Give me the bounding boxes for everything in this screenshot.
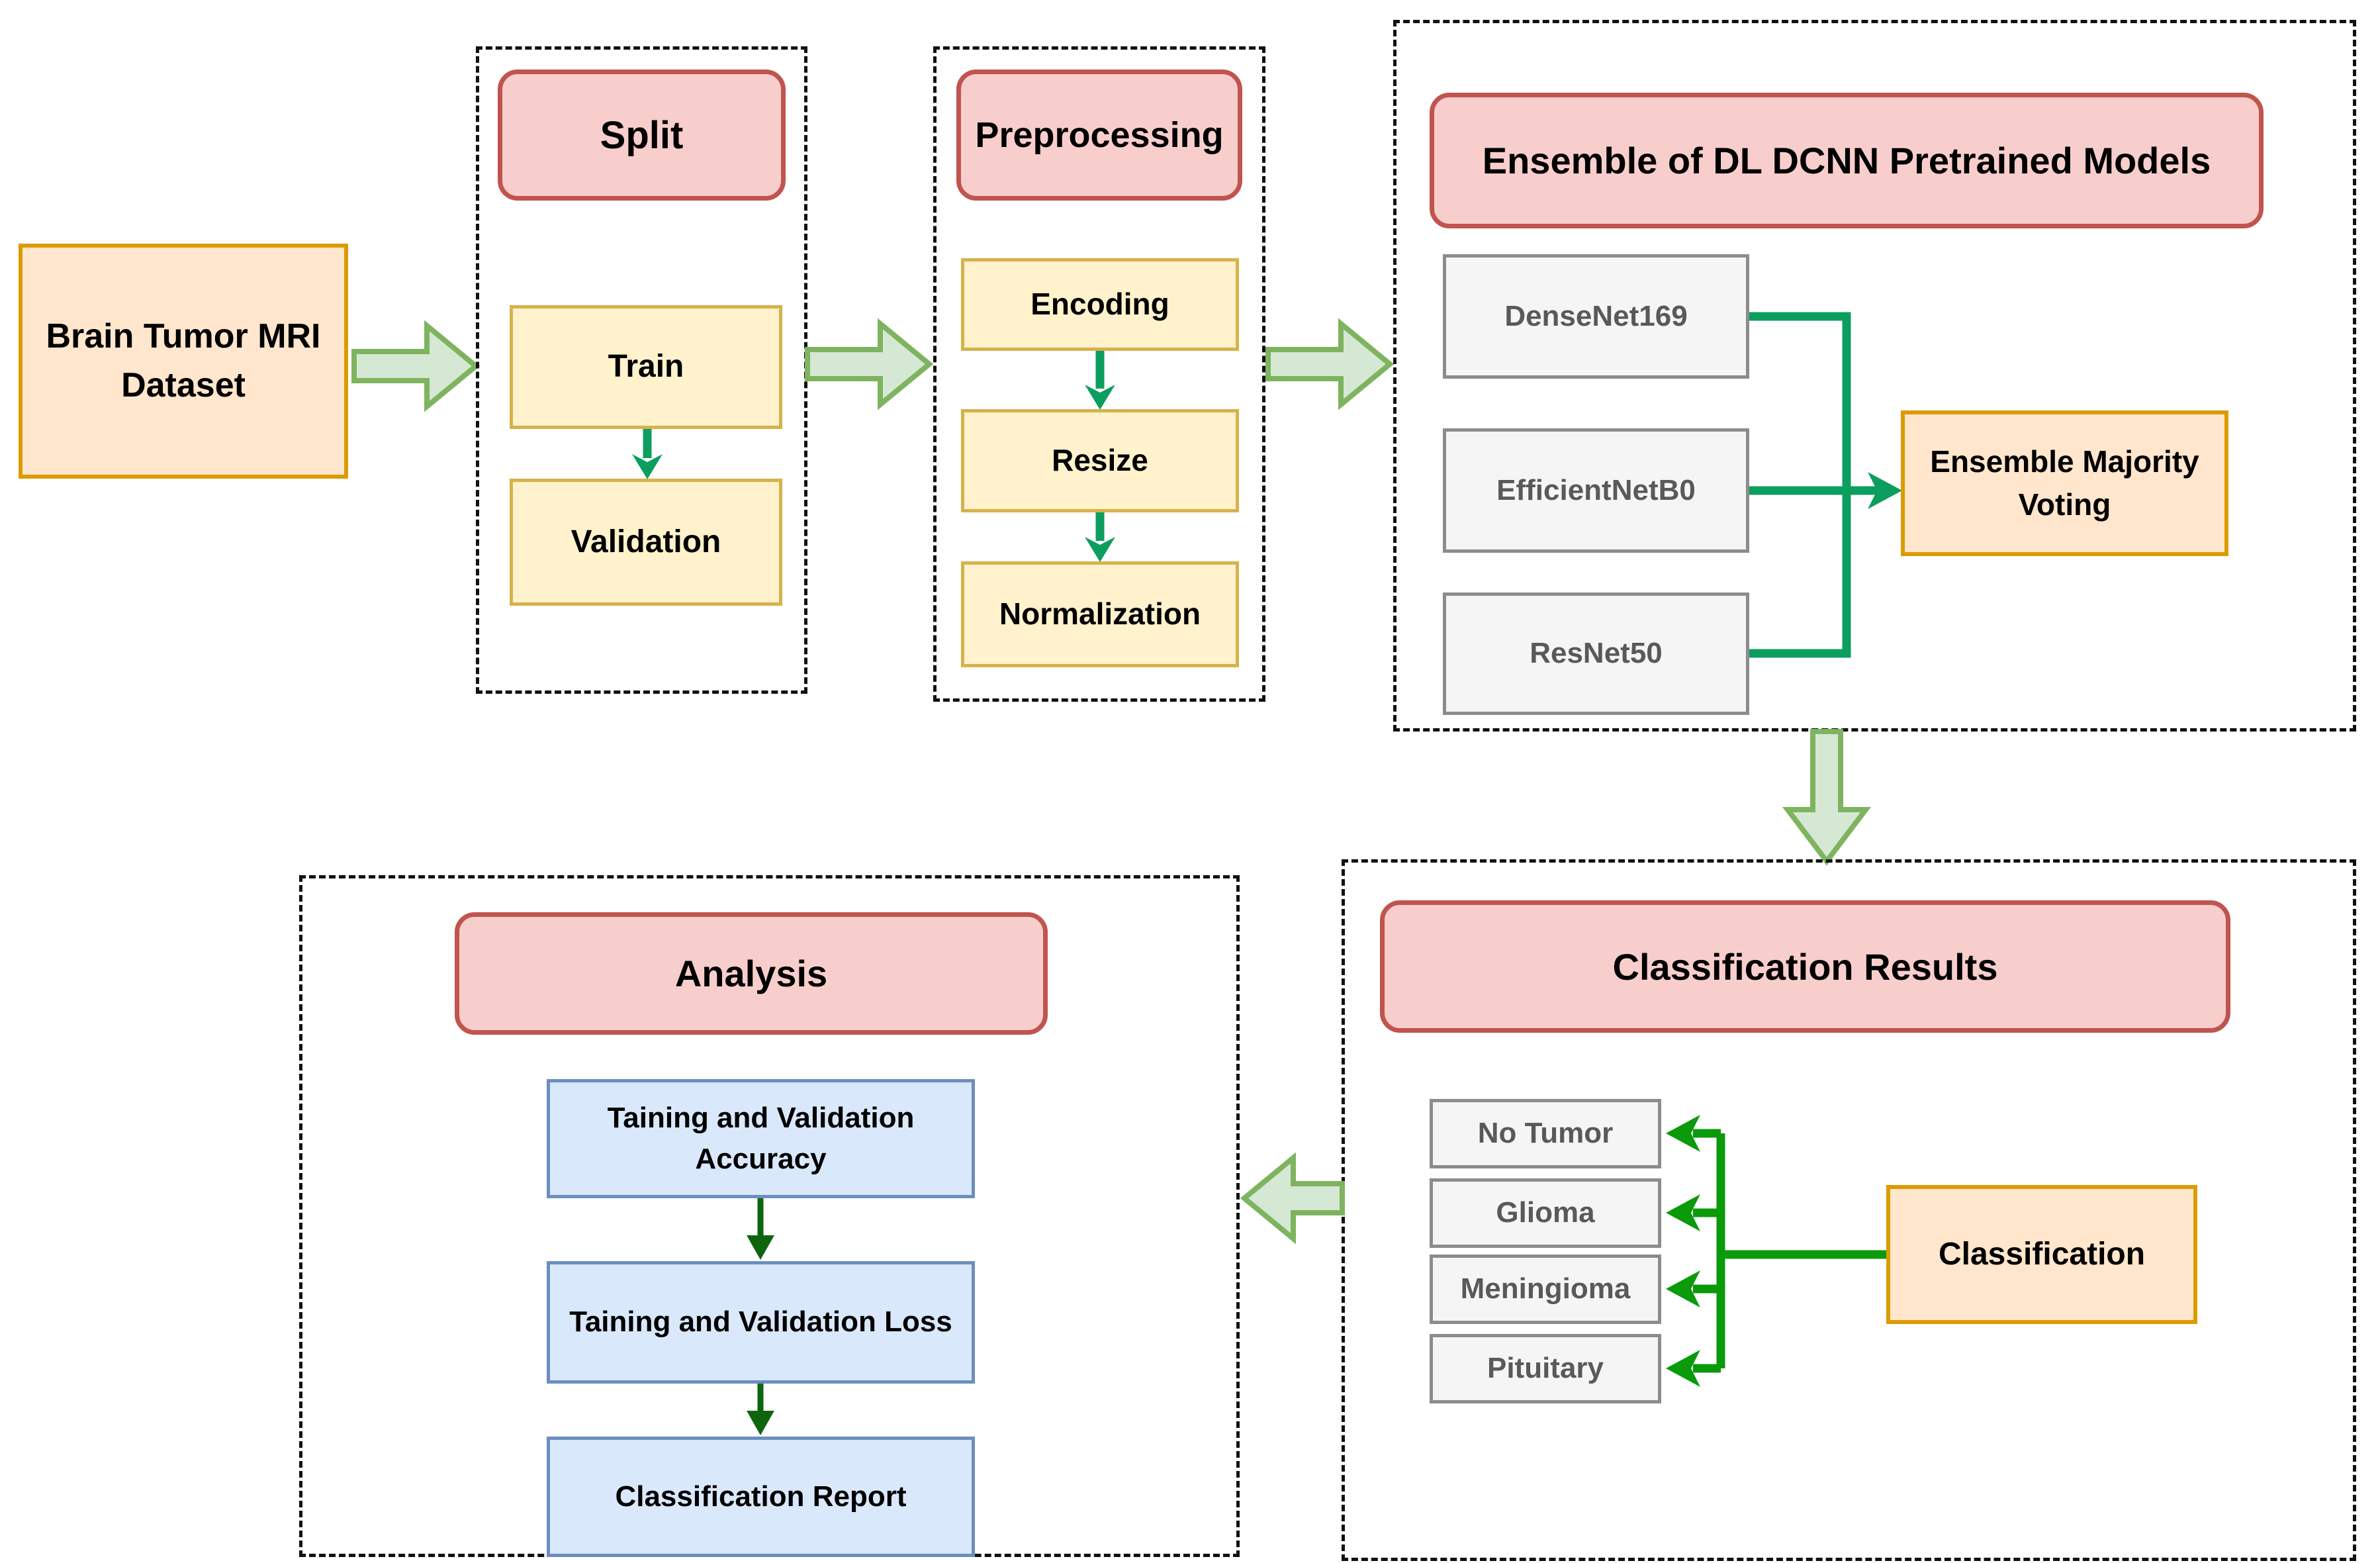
preprocessing-section — [933, 46, 1265, 702]
ensemble-connector-icon — [1749, 312, 1902, 658]
no-tumor-label: No Tumor — [1477, 1117, 1614, 1150]
pituitary-box: Pituitary — [1430, 1334, 1661, 1403]
preprocessing-header: Preprocessing — [956, 70, 1242, 201]
flow-arrow-preprocessing-to-ensemble-icon — [1265, 318, 1395, 410]
meningioma-label: Meningioma — [1460, 1272, 1631, 1305]
resnet-box: ResNet50 — [1443, 592, 1749, 715]
classification-report-label: Classification Report — [615, 1480, 907, 1513]
normalization-label: Normalization — [999, 596, 1201, 632]
ensemble-section — [1393, 20, 2356, 732]
resnet-label: ResNet50 — [1530, 637, 1663, 670]
analysis-title: Analysis — [674, 953, 828, 994]
dataset-box: Brain Tumor MRI Dataset — [19, 244, 348, 479]
validation-box: Validation — [510, 479, 782, 606]
meningioma-box: Meningioma — [1430, 1255, 1661, 1324]
analysis-header: Analysis — [455, 912, 1048, 1035]
train-label: Train — [608, 349, 684, 385]
dataset-label: Brain Tumor MRI Dataset — [46, 316, 321, 404]
encoding-label: Encoding — [1030, 287, 1169, 322]
split-title: Split — [600, 113, 684, 157]
glioma-label: Glioma — [1496, 1196, 1595, 1229]
no-tumor-box: No Tumor — [1430, 1099, 1661, 1168]
resize-box: Resize — [961, 409, 1239, 512]
flow-arrow-ensemble-to-classification-icon — [1782, 729, 1872, 866]
classification-results-title: Classification Results — [1612, 945, 1998, 988]
normalization-box: Normalization — [961, 561, 1239, 667]
classification-results-header: Classification Results — [1380, 900, 2230, 1033]
classification-box: Classification — [1886, 1185, 2197, 1324]
arrow-accuracy-to-loss-icon — [747, 1198, 774, 1260]
validation-label: Validation — [571, 524, 721, 559]
flow-arrow-classification-to-analysis-icon — [1240, 1152, 1345, 1245]
densenet-box: DenseNet169 — [1443, 254, 1749, 379]
ensemble-header: Ensemble of DL DCNN Pretrained Models — [1430, 93, 2264, 228]
resize-label: Resize — [1052, 443, 1148, 478]
efficientnet-label: EfficientNetB0 — [1496, 473, 1696, 506]
split-header: Split — [498, 70, 786, 201]
train-box: Train — [510, 305, 782, 429]
arrow-loss-to-report-icon — [747, 1384, 774, 1435]
ensemble-title: Ensemble of DL DCNN Pretrained Models — [1482, 140, 2211, 181]
classification-label: Classification — [1938, 1236, 2146, 1272]
train-val-loss-label: Taining and Validation Loss — [569, 1305, 952, 1339]
densenet-label: DenseNet169 — [1504, 299, 1688, 332]
encoding-box: Encoding — [961, 258, 1239, 351]
arrow-encoding-to-resize-icon — [1085, 351, 1115, 410]
flow-arrow-dataset-to-split-icon — [351, 320, 481, 412]
classification-report-box: Classification Report — [547, 1437, 975, 1557]
majority-voting-box: Ensemble Majority Voting — [1901, 410, 2228, 556]
efficientnet-box: EfficientNetB0 — [1443, 428, 1749, 553]
preprocessing-title: Preprocessing — [975, 115, 1224, 155]
arrow-resize-to-normalization-icon — [1085, 512, 1115, 562]
flow-arrow-split-to-preprocessing-icon — [805, 318, 934, 410]
train-val-accuracy-label: Taining and Validation Accuracy — [607, 1101, 915, 1175]
majority-voting-label: Ensemble Majority Voting — [1930, 444, 2199, 522]
glioma-box: Glioma — [1430, 1178, 1661, 1248]
train-val-accuracy-box: Taining and Validation Accuracy — [547, 1079, 975, 1198]
classification-connector-icon — [1666, 1115, 1890, 1387]
arrow-train-to-validation-icon — [632, 429, 663, 479]
train-val-loss-box: Taining and Validation Loss — [547, 1261, 975, 1384]
pituitary-label: Pituitary — [1487, 1352, 1604, 1385]
